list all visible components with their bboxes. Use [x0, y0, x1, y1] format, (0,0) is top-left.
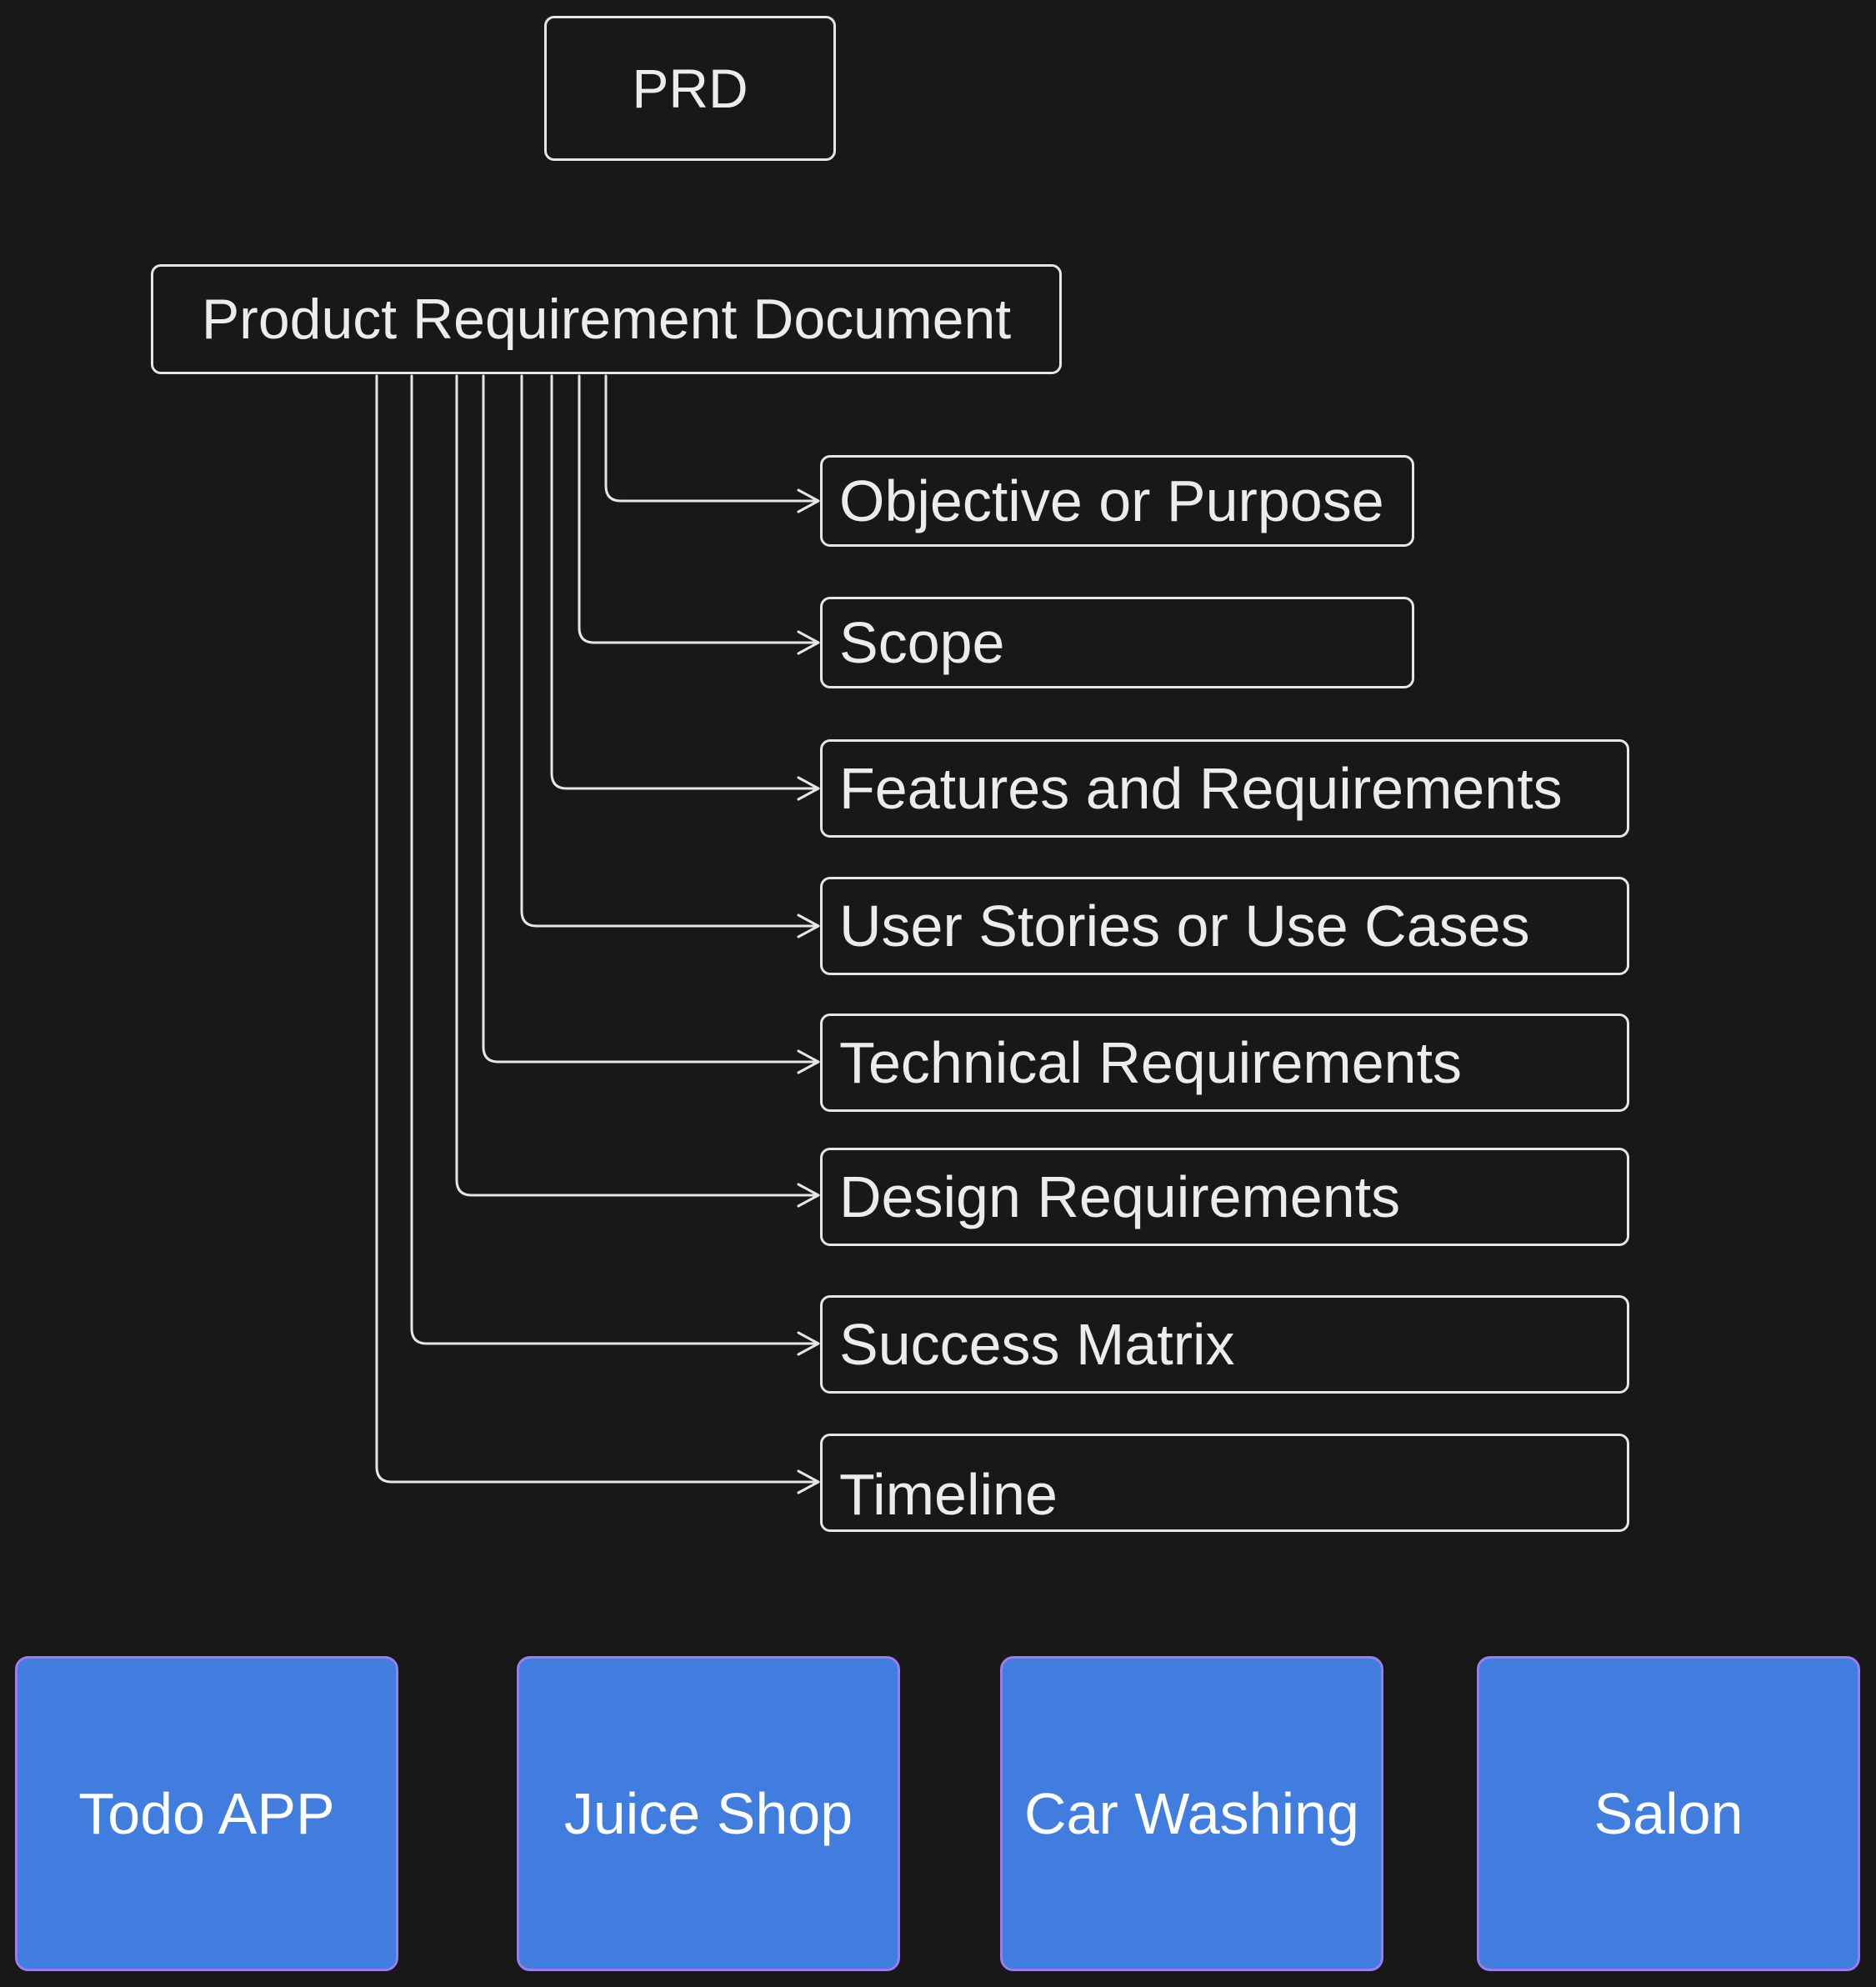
- connector-arrow-6: [455, 374, 820, 1208]
- section-node-technical: Technical Requirements: [820, 1014, 1629, 1112]
- section-node-timeline: Timeline: [820, 1434, 1629, 1532]
- connector-arrow-1: [604, 374, 820, 513]
- example-label: Juice Shop: [563, 1781, 853, 1846]
- section-label: Features and Requirements: [839, 756, 1563, 821]
- prd-node: PRD: [544, 16, 836, 161]
- connector-arrow-2: [578, 374, 820, 655]
- example-label: Todo APP: [78, 1781, 335, 1846]
- section-node-objective: Objective or Purpose: [820, 455, 1414, 547]
- connector-arrow-3: [550, 374, 820, 801]
- connector-arrow-7: [410, 374, 820, 1356]
- product-requirement-document-node: Product Requirement Document: [151, 264, 1062, 374]
- section-label: Timeline: [839, 1462, 1058, 1527]
- connector-arrow-5: [482, 374, 820, 1074]
- example-label: Salon: [1593, 1781, 1743, 1846]
- example-todo-app: Todo APP: [15, 1656, 398, 1971]
- section-node-scope: Scope: [820, 597, 1414, 688]
- connector-arrow-8: [375, 374, 820, 1494]
- section-node-success: Success Matrix: [820, 1295, 1629, 1394]
- connector-arrow-4: [520, 374, 820, 938]
- section-label: Success Matrix: [839, 1312, 1235, 1377]
- prd-node-label: PRD: [632, 58, 748, 119]
- section-label: Scope: [839, 610, 1005, 675]
- example-label: Car Washing: [1024, 1781, 1359, 1846]
- section-node-user-stories: User Stories or Use Cases: [820, 877, 1629, 975]
- section-node-features: Features and Requirements: [820, 739, 1629, 838]
- example-juice-shop: Juice Shop: [517, 1656, 900, 1971]
- example-car-washing: Car Washing: [1000, 1656, 1383, 1971]
- example-salon: Salon: [1477, 1656, 1860, 1971]
- section-label: Design Requirements: [839, 1164, 1401, 1229]
- section-label: Technical Requirements: [839, 1030, 1463, 1095]
- section-label: User Stories or Use Cases: [839, 893, 1530, 958]
- section-node-design: Design Requirements: [820, 1148, 1629, 1246]
- product-requirement-document-label: Product Requirement Document: [201, 288, 1012, 351]
- section-label: Objective or Purpose: [839, 468, 1384, 533]
